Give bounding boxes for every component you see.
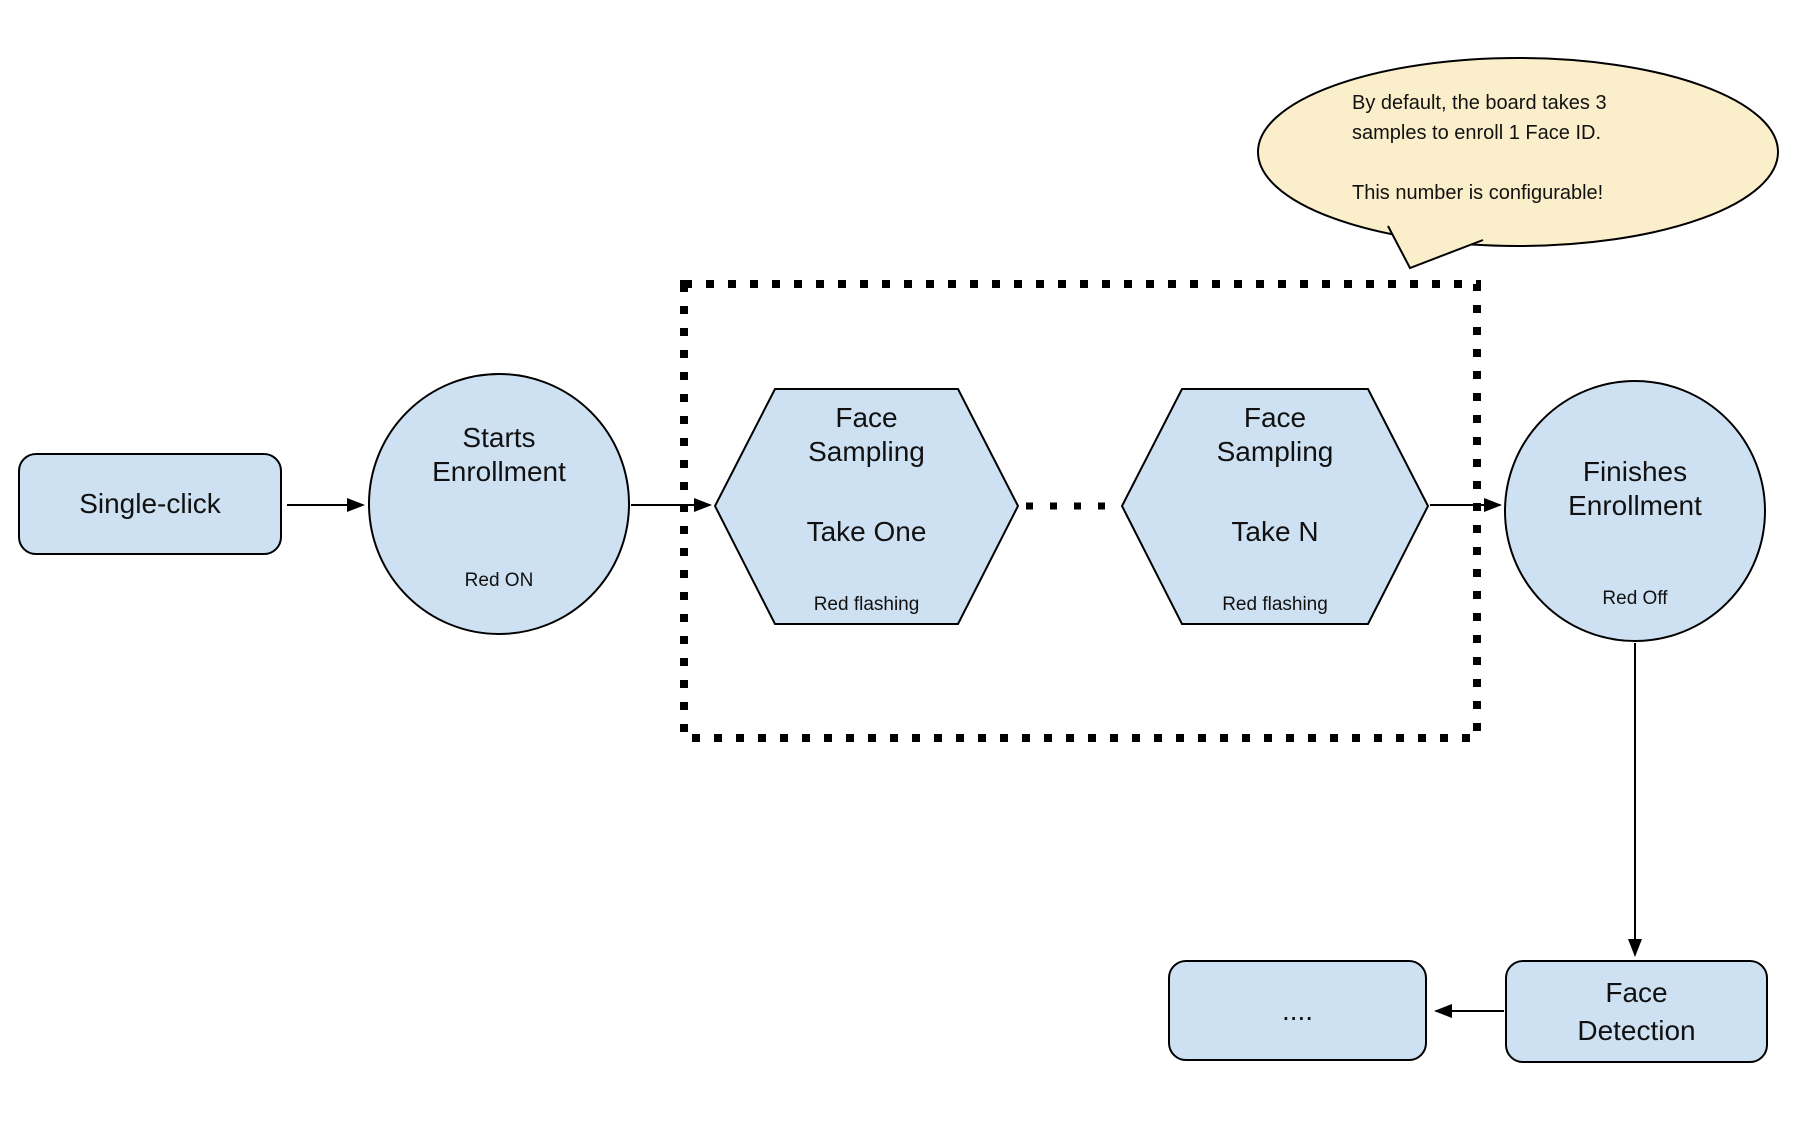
starts-enrollment-status: Red ON [464,570,534,591]
sampling-group-border [680,280,1481,742]
finishes-enrollment-status: Red Off [1602,588,1668,609]
single-click-label: Single-click [79,488,221,519]
ellipsis-label: .... [1281,994,1314,1026]
face-detection-label: Face Detection [1577,976,1696,1046]
ellipsis-node: .... [1168,960,1427,1061]
face-sampling-one-step: Take One [806,516,927,547]
starts-enrollment-node: Starts Enrollment Red ON [368,373,630,635]
face-sampling-n-status: Red flashing [1222,594,1328,615]
face-sampling-n-hexagon [1120,388,1430,625]
face-sampling-one-labels: Face Sampling Take One Red flashing [715,389,1018,624]
face-sampling-n-title: Face Sampling [1216,402,1334,467]
face-sampling-one-hexagon [713,388,1020,625]
starts-enrollment-title: Starts Enrollment [432,422,566,487]
face-sampling-n-labels: Face Sampling Take N Red flashing [1122,389,1428,624]
face-sampling-n-step: Take N [1231,516,1319,547]
face-sampling-one-title: Face Sampling [808,402,925,467]
callout-tail [1387,225,1484,270]
face-sampling-one-status: Red flashing [813,594,920,615]
face-detection-node: Face Detection [1505,960,1768,1063]
callout-text: By default, the board takes 3 samples to… [1352,92,1607,204]
single-click-node: Single-click [18,453,282,555]
callout-bubble [1257,57,1779,247]
finishes-enrollment-node: Finishes Enrollment Red Off [1504,380,1766,642]
finishes-enrollment-title: Finishes Enrollment [1568,456,1702,521]
